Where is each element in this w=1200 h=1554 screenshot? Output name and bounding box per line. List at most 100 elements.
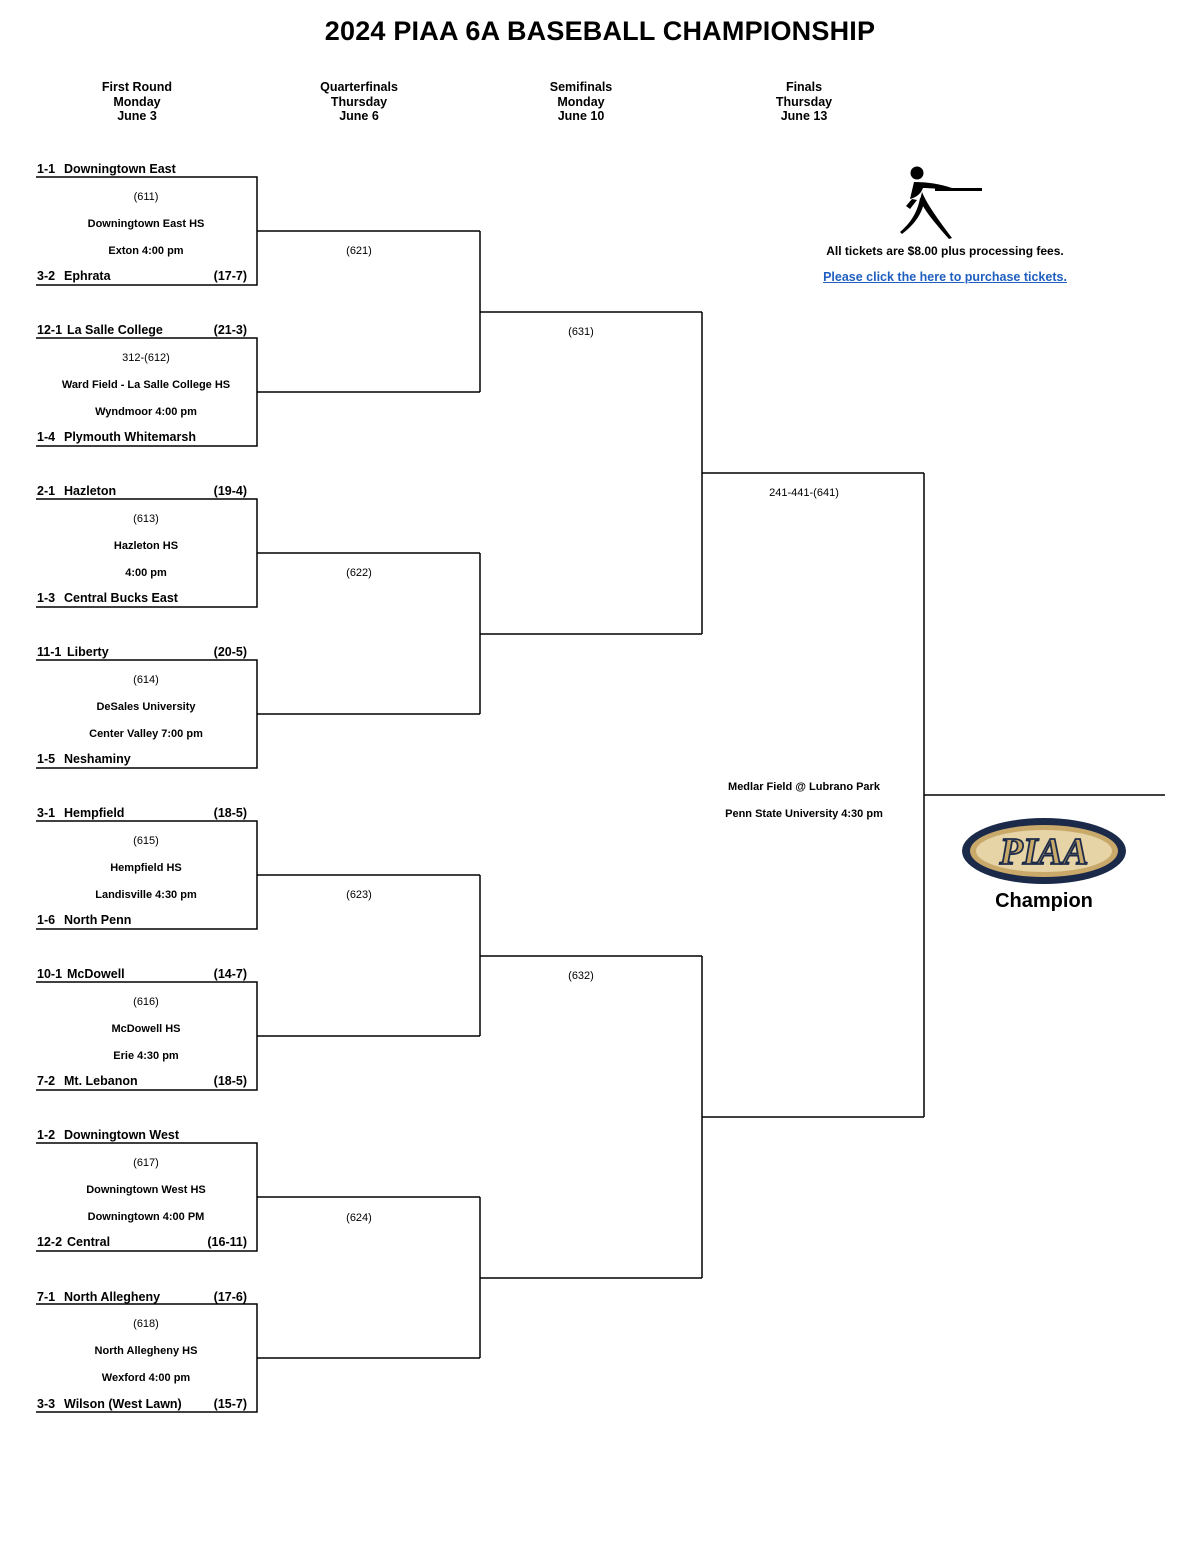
game-site: Downingtown East HS [87, 218, 205, 230]
team-name: Wilson (West Lawn) [64, 1397, 182, 1411]
game-site: Ward Field - La Salle College HS [61, 379, 231, 391]
game-time: Downingtown 4:00 PM [87, 1211, 205, 1223]
final-site: Medlar Field @ Lubrano Park [728, 781, 880, 793]
final-game-number: 241-441-(641) [769, 487, 839, 499]
game-site: McDowell HS [111, 1023, 181, 1035]
team-record: (17-6) [213, 1290, 247, 1304]
round-header-finals: Finals Thursday June 13 [714, 80, 894, 124]
bracket-line-632 [701, 956, 924, 1278]
quarterfinal-game-number: (622) [346, 567, 372, 579]
bracket-line-624 [479, 1197, 702, 1358]
bracket-line-615 [36, 820, 480, 930]
round-day: Thursday [775, 94, 833, 109]
team-slot-bottom: 3-3 Wilson (West Lawn) (15-7) [37, 1396, 257, 1412]
piaa-logo: PIAA ® [962, 818, 1126, 884]
team-name: Central Bucks East [64, 591, 178, 605]
piaa-logo-text: PIAA [999, 831, 1089, 873]
semifinal-game-number: (632) [568, 970, 594, 982]
team-name: Ephrata [64, 269, 111, 283]
team-seed: 1-3 [37, 591, 56, 605]
bracket-line-616 [36, 981, 480, 1091]
round-header-semifinals: Semifinals Monday June 10 [491, 80, 671, 124]
team-record: (14-7) [213, 967, 247, 981]
round-day: Monday [113, 94, 161, 109]
game-time: Center Valley 7:00 pm [89, 728, 203, 740]
game-time: Exton 4:00 pm [108, 245, 184, 257]
bracket-line-622 [479, 553, 702, 714]
team-seed: 7-1 [37, 1290, 56, 1304]
team-name: Hazleton [64, 484, 117, 498]
bracket-line-641 [923, 473, 1165, 1117]
round-name: First Round [101, 80, 173, 94]
bracket-line-618 [36, 1303, 480, 1413]
game-site: DeSales University [96, 701, 196, 713]
team-seed: 10-1 [37, 967, 63, 981]
round-header-first-round: First Round Monday June 3 [47, 80, 227, 124]
team-slot-top: 1-2 Downingtown West [37, 1127, 257, 1143]
team-name: Liberty [67, 645, 109, 659]
team-seed: 7-2 [37, 1074, 56, 1088]
bracket-line-group [36, 176, 1165, 1413]
team-slot-bottom: 1-4 Plymouth Whitemarsh [37, 429, 257, 445]
team-slot-bottom: 3-2 Ephrata (17-7) [37, 268, 257, 284]
game-number: (615) [133, 835, 159, 847]
game-number: (614) [133, 674, 159, 686]
team-record: (16-11) [207, 1235, 247, 1249]
team-seed: 3-2 [37, 269, 56, 283]
round-date: June 13 [780, 109, 828, 123]
bracket-line-621 [479, 231, 702, 392]
round-header-quarterfinals: Quarterfinals Thursday June 6 [269, 80, 449, 124]
team-slot-bottom: 1-5 Neshaminy [37, 751, 257, 767]
game-number: (613) [133, 513, 159, 525]
bracket-line-623 [479, 875, 702, 1036]
bracket-line-613 [36, 498, 480, 608]
team-seed: 1-2 [37, 1128, 56, 1142]
purchase-tickets-link[interactable]: Please click the here to purchase ticket… [823, 270, 1067, 284]
team-seed: 2-1 [37, 484, 56, 498]
game-number: (611) [133, 191, 159, 203]
final-time: Penn State University 4:30 pm [725, 808, 883, 820]
team-record: (15-7) [213, 1397, 247, 1411]
team-slot-bottom: 12-2 Central (16-11) [37, 1234, 257, 1250]
tickets-note: All tickets are $8.00 plus processing fe… [826, 244, 1064, 258]
game-time: Wexford 4:00 pm [101, 1372, 191, 1384]
team-slot-top: 2-1 Hazleton (19-4) [37, 483, 257, 499]
team-slot-top: 11-1 Liberty (20-5) [37, 644, 257, 660]
round-date: June 3 [117, 109, 157, 123]
game-site: Hazleton HS [113, 540, 179, 552]
game-site: Downingtown West HS [86, 1184, 206, 1196]
game-number: (616) [133, 996, 159, 1008]
quarterfinal-game-number: (621) [346, 245, 372, 257]
team-slot-bottom: 1-3 Central Bucks East [37, 590, 257, 606]
round-day: Thursday [330, 94, 388, 109]
team-seed: 1-1 [37, 162, 56, 176]
team-slot-top: 3-1 Hempfield (18-5) [37, 805, 257, 821]
semifinal-game-number: (631) [568, 326, 594, 338]
game-time: Wyndmoor 4:00 pm [95, 406, 197, 418]
quarterfinal-game-number: (623) [346, 889, 372, 901]
team-record: (19-4) [213, 484, 247, 498]
team-name: Central [67, 1235, 111, 1249]
bracket-line-631 [701, 312, 924, 634]
game-site: North Allegheny HS [94, 1345, 198, 1357]
team-seed: 3-1 [37, 806, 56, 820]
team-seed: 11-1 [37, 645, 62, 659]
round-name: Semifinals [549, 80, 613, 94]
team-name: Hempfield [64, 806, 125, 820]
team-seed: 1-6 [37, 913, 56, 927]
team-name: Mt. Lebanon [64, 1074, 138, 1088]
game-time: Erie 4:30 pm [113, 1050, 179, 1062]
round-date: June 10 [557, 109, 605, 123]
team-name: North Penn [64, 913, 132, 927]
team-name: Neshaminy [64, 752, 131, 766]
team-name: Plymouth Whitemarsh [64, 430, 196, 444]
team-record: (18-5) [213, 806, 247, 820]
round-name: Finals [785, 80, 823, 94]
game-time: Landisville 4:30 pm [95, 889, 197, 901]
game-time: 4:00 pm [125, 567, 167, 579]
team-name: North Allegheny [64, 1290, 161, 1304]
team-slot-top: 10-1 McDowell (14-7) [37, 966, 257, 982]
team-seed: 1-5 [37, 752, 56, 766]
team-seed: 1-4 [37, 430, 56, 444]
